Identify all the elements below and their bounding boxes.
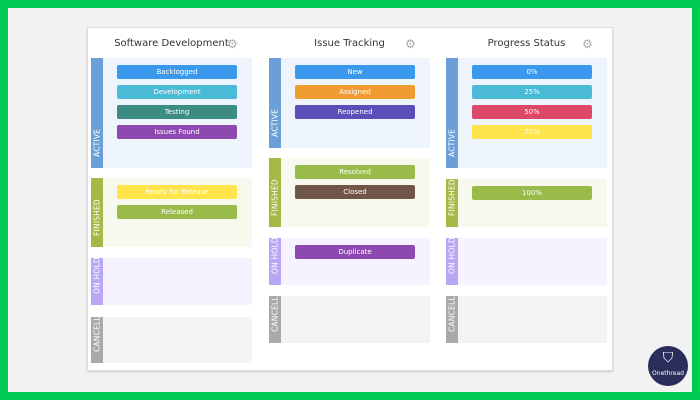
section-active: ACTIVE 0% 25% 50% 75% bbox=[446, 58, 607, 168]
section-stripe: CANCELLED bbox=[446, 285, 458, 343]
section-stripe: ACTIVE bbox=[91, 58, 103, 168]
gear-icon[interactable]: ⚙ bbox=[582, 37, 593, 51]
column-title: Progress Status bbox=[487, 38, 566, 49]
status-card[interactable]: Backlogged bbox=[117, 65, 237, 79]
section-label: FINISHED bbox=[92, 199, 102, 236]
section-label: FINISHED bbox=[447, 179, 457, 216]
logo-text: Onethread bbox=[652, 370, 684, 377]
status-card[interactable]: 50% bbox=[472, 105, 592, 119]
status-card[interactable]: Closed bbox=[295, 185, 415, 199]
status-card[interactable]: 0% bbox=[472, 65, 592, 79]
section-label: ACTIVE bbox=[92, 128, 102, 157]
status-card[interactable]: 100% bbox=[472, 186, 592, 200]
gear-icon[interactable]: ⚙ bbox=[405, 37, 416, 51]
column-title: Issue Tracking bbox=[314, 38, 385, 49]
section-label: ON HOLD bbox=[92, 257, 102, 294]
status-card[interactable]: Ready for Release bbox=[117, 185, 237, 199]
section-stripe: ACTIVE bbox=[269, 58, 281, 148]
section-on-hold: ON HOLD bbox=[446, 237, 607, 285]
section-cancelled: CANCELLED bbox=[269, 285, 430, 343]
section-on-hold: ON HOLD bbox=[91, 257, 252, 305]
onethread-logo: ⛉ Onethread bbox=[648, 346, 688, 386]
status-card[interactable]: 75% bbox=[472, 125, 592, 139]
section-cancelled: CANCELLED bbox=[446, 285, 607, 343]
section-stripe: ON HOLD bbox=[91, 257, 103, 305]
status-card[interactable]: 25% bbox=[472, 85, 592, 99]
section-label: CANCELLED bbox=[270, 285, 280, 332]
section-stripe: FINISHED bbox=[269, 158, 281, 227]
section-cancelled: CANCELLED bbox=[91, 305, 252, 363]
section-label: FINISHED bbox=[270, 179, 280, 216]
section-label: ON HOLD bbox=[447, 237, 457, 274]
status-card[interactable]: New bbox=[295, 65, 415, 79]
column-title: Software Development bbox=[114, 38, 229, 49]
status-card[interactable]: Issues Found bbox=[117, 125, 237, 139]
section-on-hold: ON HOLD Duplicate bbox=[269, 237, 430, 285]
section-stripe: ACTIVE bbox=[446, 58, 458, 168]
gear-icon[interactable]: ⚙ bbox=[227, 37, 238, 51]
section-stripe: FINISHED bbox=[446, 179, 458, 227]
status-card[interactable]: Released bbox=[117, 205, 237, 219]
section-stripe: FINISHED bbox=[91, 178, 103, 247]
section-label: ON HOLD bbox=[270, 237, 280, 274]
status-card[interactable]: Testing bbox=[117, 105, 237, 119]
section-label: ACTIVE bbox=[447, 128, 457, 157]
status-card[interactable]: Development bbox=[117, 85, 237, 99]
section-label: ACTIVE bbox=[270, 108, 280, 137]
section-stripe: CANCELLED bbox=[91, 305, 103, 363]
status-card[interactable]: Assigned bbox=[295, 85, 415, 99]
status-card[interactable]: Duplicate bbox=[295, 245, 415, 259]
section-label: CANCELLED bbox=[447, 285, 457, 332]
section-finished: FINISHED 100% bbox=[446, 179, 607, 227]
section-label: CANCELLED bbox=[92, 305, 102, 352]
logo-icon: ⛉ bbox=[662, 350, 674, 366]
section-stripe: ON HOLD bbox=[269, 237, 281, 285]
section-stripe: CANCELLED bbox=[269, 285, 281, 343]
section-stripe: ON HOLD bbox=[446, 237, 458, 285]
status-card[interactable]: Reopened bbox=[295, 105, 415, 119]
status-card[interactable]: Resolved bbox=[295, 165, 415, 179]
